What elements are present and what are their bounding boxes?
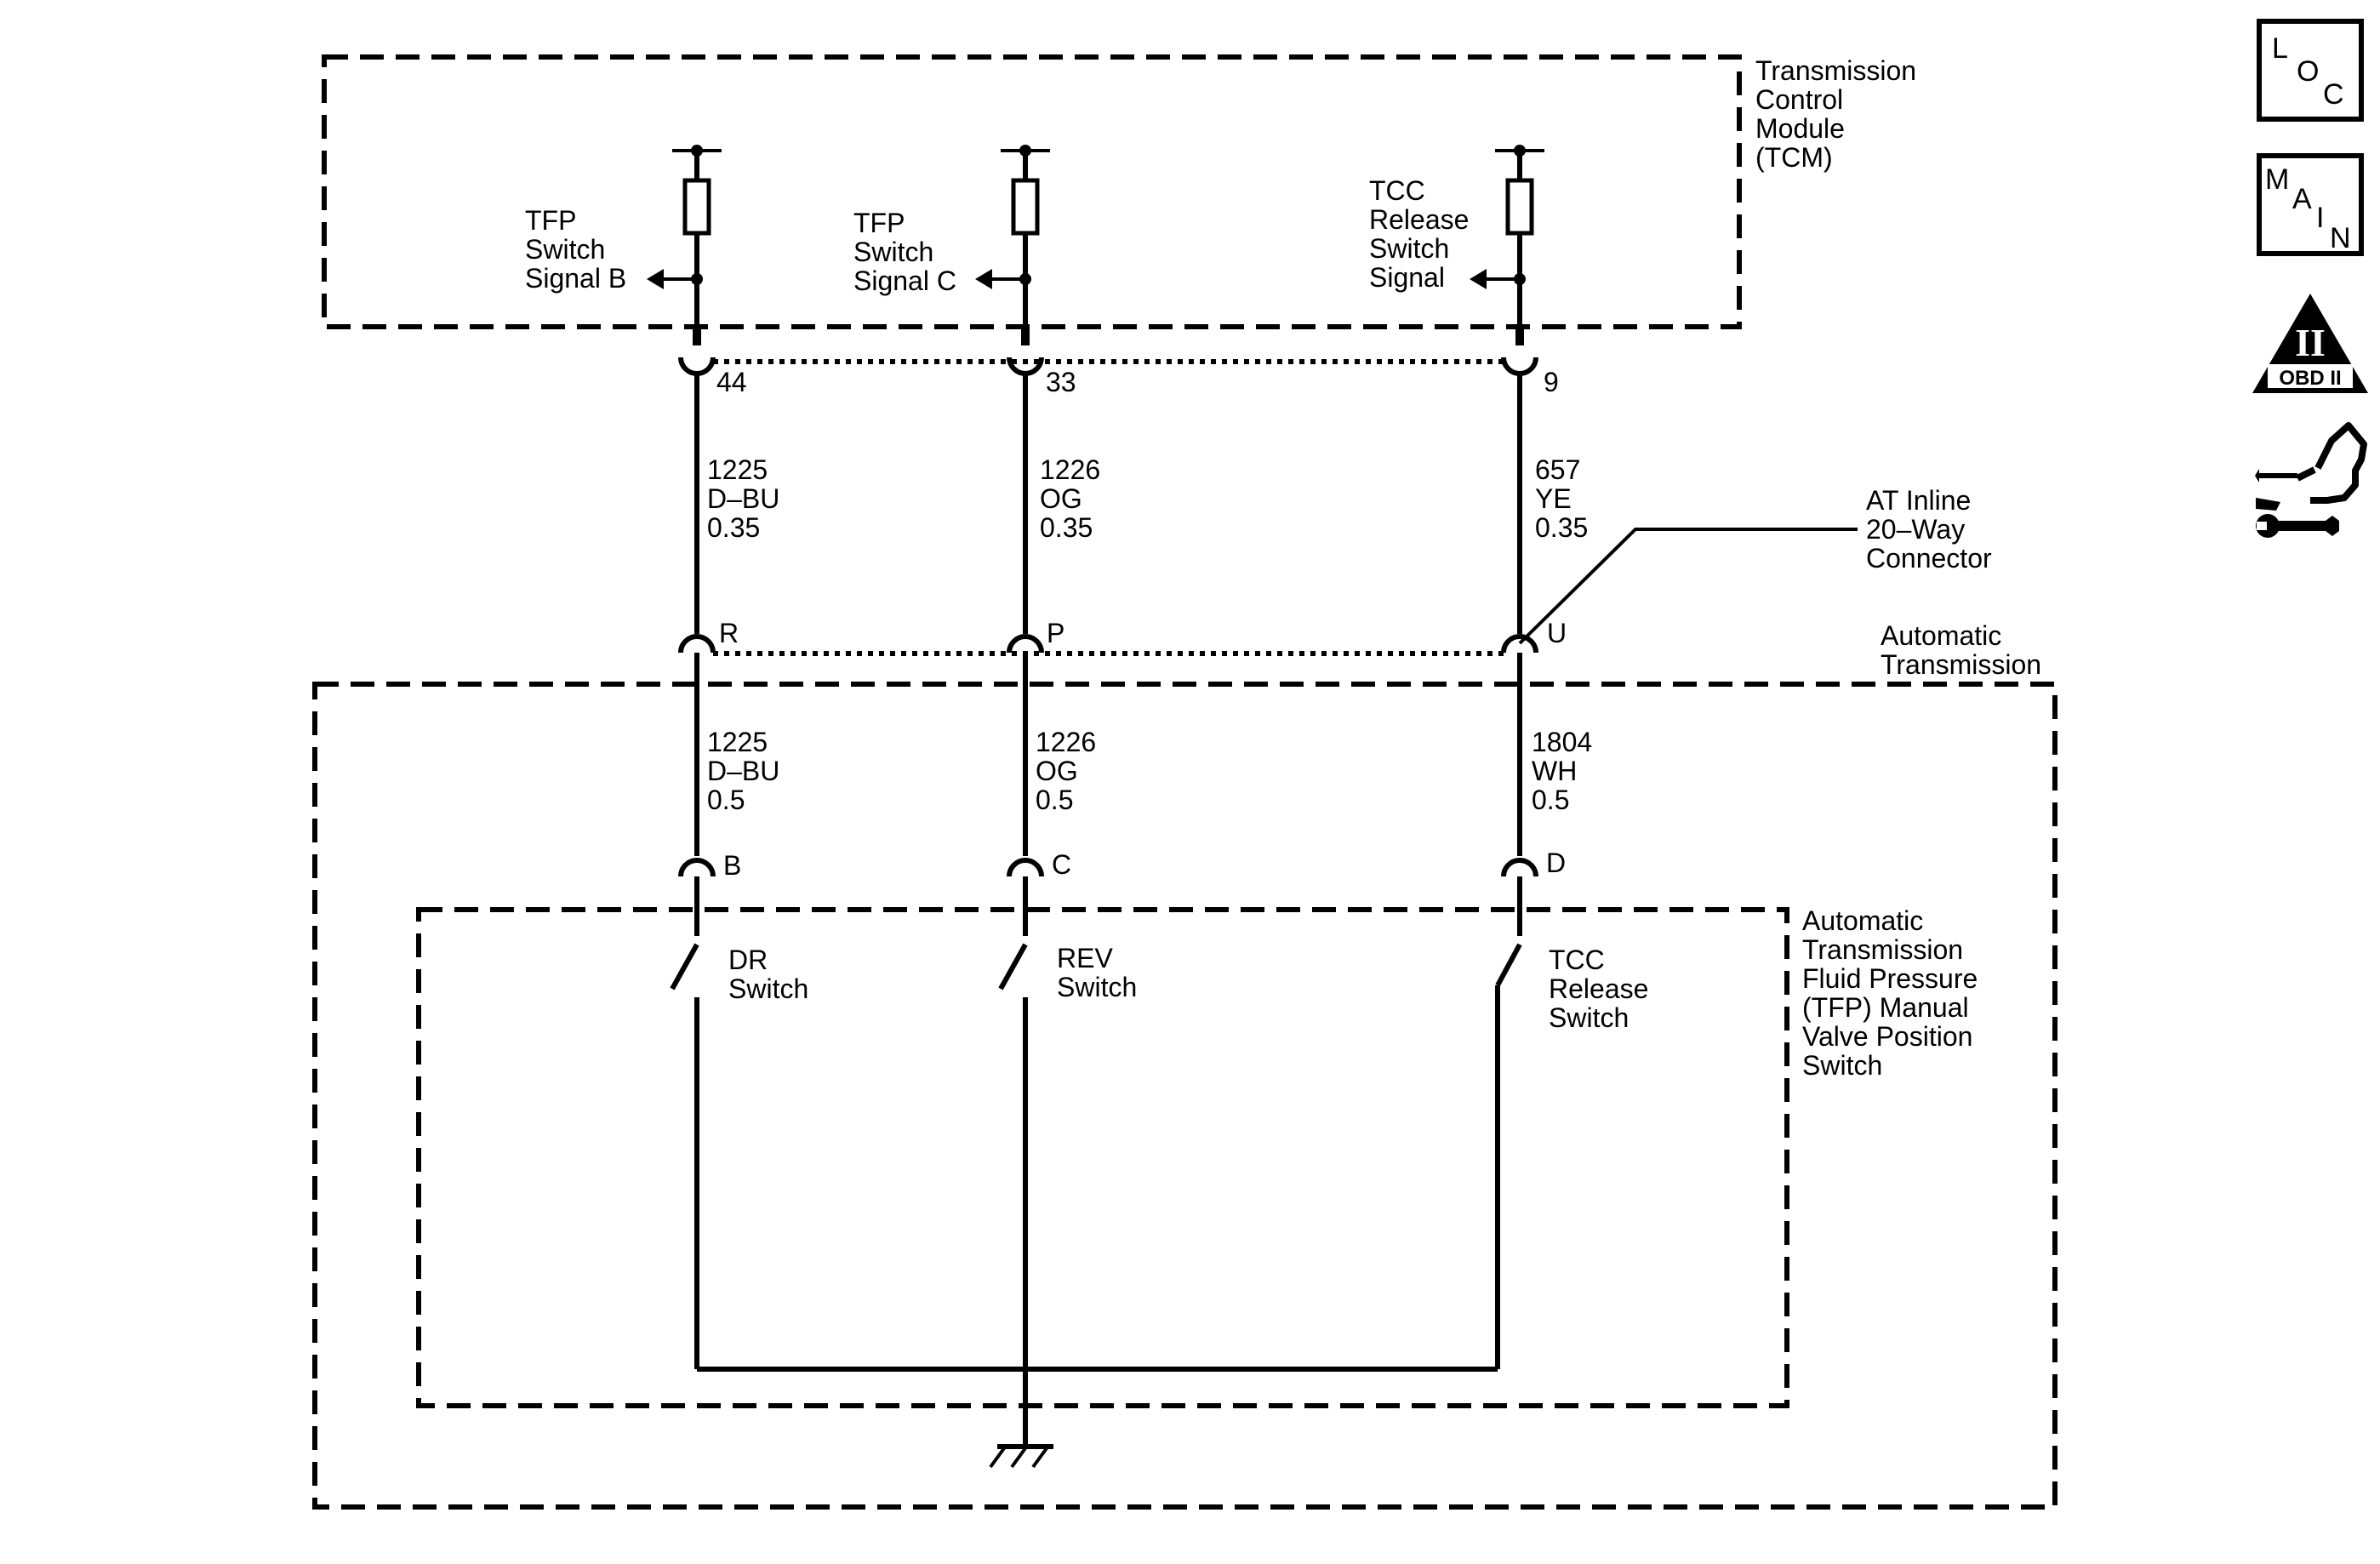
svg-text:M: M: [2265, 163, 2289, 196]
signal-b-label: TFP Switch Signal B: [525, 205, 626, 294]
lower-wire-tcc-label: 1804 WH 0.5: [1532, 727, 1600, 815]
circuit-signal-c: [975, 145, 1050, 1447]
circuit-tcc-release: [1470, 145, 1544, 1369]
circuit-signal-b: [647, 145, 722, 1369]
inline-pin-b: R: [719, 618, 739, 648]
tfp-switch-label: Automatic Transmission Fluid Pressure (T…: [1802, 905, 1985, 1081]
signal-arrow: [975, 269, 992, 289]
svg-text:I: I: [2316, 202, 2324, 234]
svg-text:A: A: [2292, 183, 2312, 215]
svg-text:C: C: [2323, 78, 2344, 111]
rev-switch-label: REV Switch: [1057, 943, 1137, 1002]
inline-pin-tcc: U: [1547, 618, 1567, 648]
switch-pin-tcc: D: [1546, 848, 1566, 878]
lower-wire-c-label: 1226 OG 0.5: [1036, 727, 1104, 815]
ground-icon: [989, 1444, 1053, 1469]
tcm-pin-c: 33: [1046, 367, 1076, 397]
lower-wire-b-label: 1225 D–BU 0.5: [707, 727, 787, 815]
switch-pin-c: C: [1052, 849, 1071, 880]
signal-c-label: TFP Switch Signal C: [853, 208, 956, 296]
automatic-transmission-label: Automatic Transmission: [1881, 620, 2041, 680]
service-tools-icon[interactable]: [2255, 422, 2367, 538]
loc-icon[interactable]: L O C: [2257, 19, 2364, 122]
resistor: [1011, 178, 1040, 236]
svg-text:O: O: [2297, 55, 2319, 88]
tcc-switch-contact: [1495, 943, 1522, 987]
signal-arrow: [1470, 269, 1487, 289]
upper-wire-tcc-label: 657 YE 0.35: [1535, 454, 1588, 543]
svg-text:OBD II: OBD II: [2279, 367, 2341, 390]
svg-text:L: L: [2272, 32, 2288, 65]
tcm-label: Transmission Control Module (TCM): [1755, 55, 1924, 173]
resistor: [1505, 178, 1534, 236]
upper-wire-c-label: 1226 OG 0.35: [1040, 454, 1108, 543]
rev-switch-contact: [998, 943, 1028, 990]
svg-text:N: N: [2330, 222, 2351, 254]
dr-switch-label: DR Switch: [728, 945, 808, 1004]
svg-text:II: II: [2295, 321, 2326, 364]
inline-pin-c: P: [1047, 618, 1064, 648]
signal-tcc-label: TCC Release Switch Signal: [1369, 175, 1476, 293]
tfp-switch-box: [416, 907, 1789, 1408]
upper-wire-b-label: 1225 D–BU 0.35: [707, 454, 787, 543]
tcm-pin-tcc: 9: [1544, 367, 1559, 397]
automatic-transmission-box: [312, 682, 2058, 1510]
resistor: [682, 178, 711, 236]
switch-pin-b: B: [723, 850, 741, 881]
tcc-switch-label: TCC Release Switch: [1549, 945, 1656, 1033]
signal-arrow: [647, 269, 664, 289]
tcm-pin-b: 44: [716, 367, 747, 397]
tcm-box: [322, 54, 1742, 329]
dr-switch-contact: [670, 943, 699, 990]
obd-ii-icon[interactable]: II OBD II: [2252, 294, 2368, 393]
inline-connector-leader: [1518, 528, 1858, 645]
main-icon[interactable]: M A I N: [2257, 153, 2364, 256]
inline-connector-label: AT Inline 20–Way Connector: [1866, 485, 1992, 574]
